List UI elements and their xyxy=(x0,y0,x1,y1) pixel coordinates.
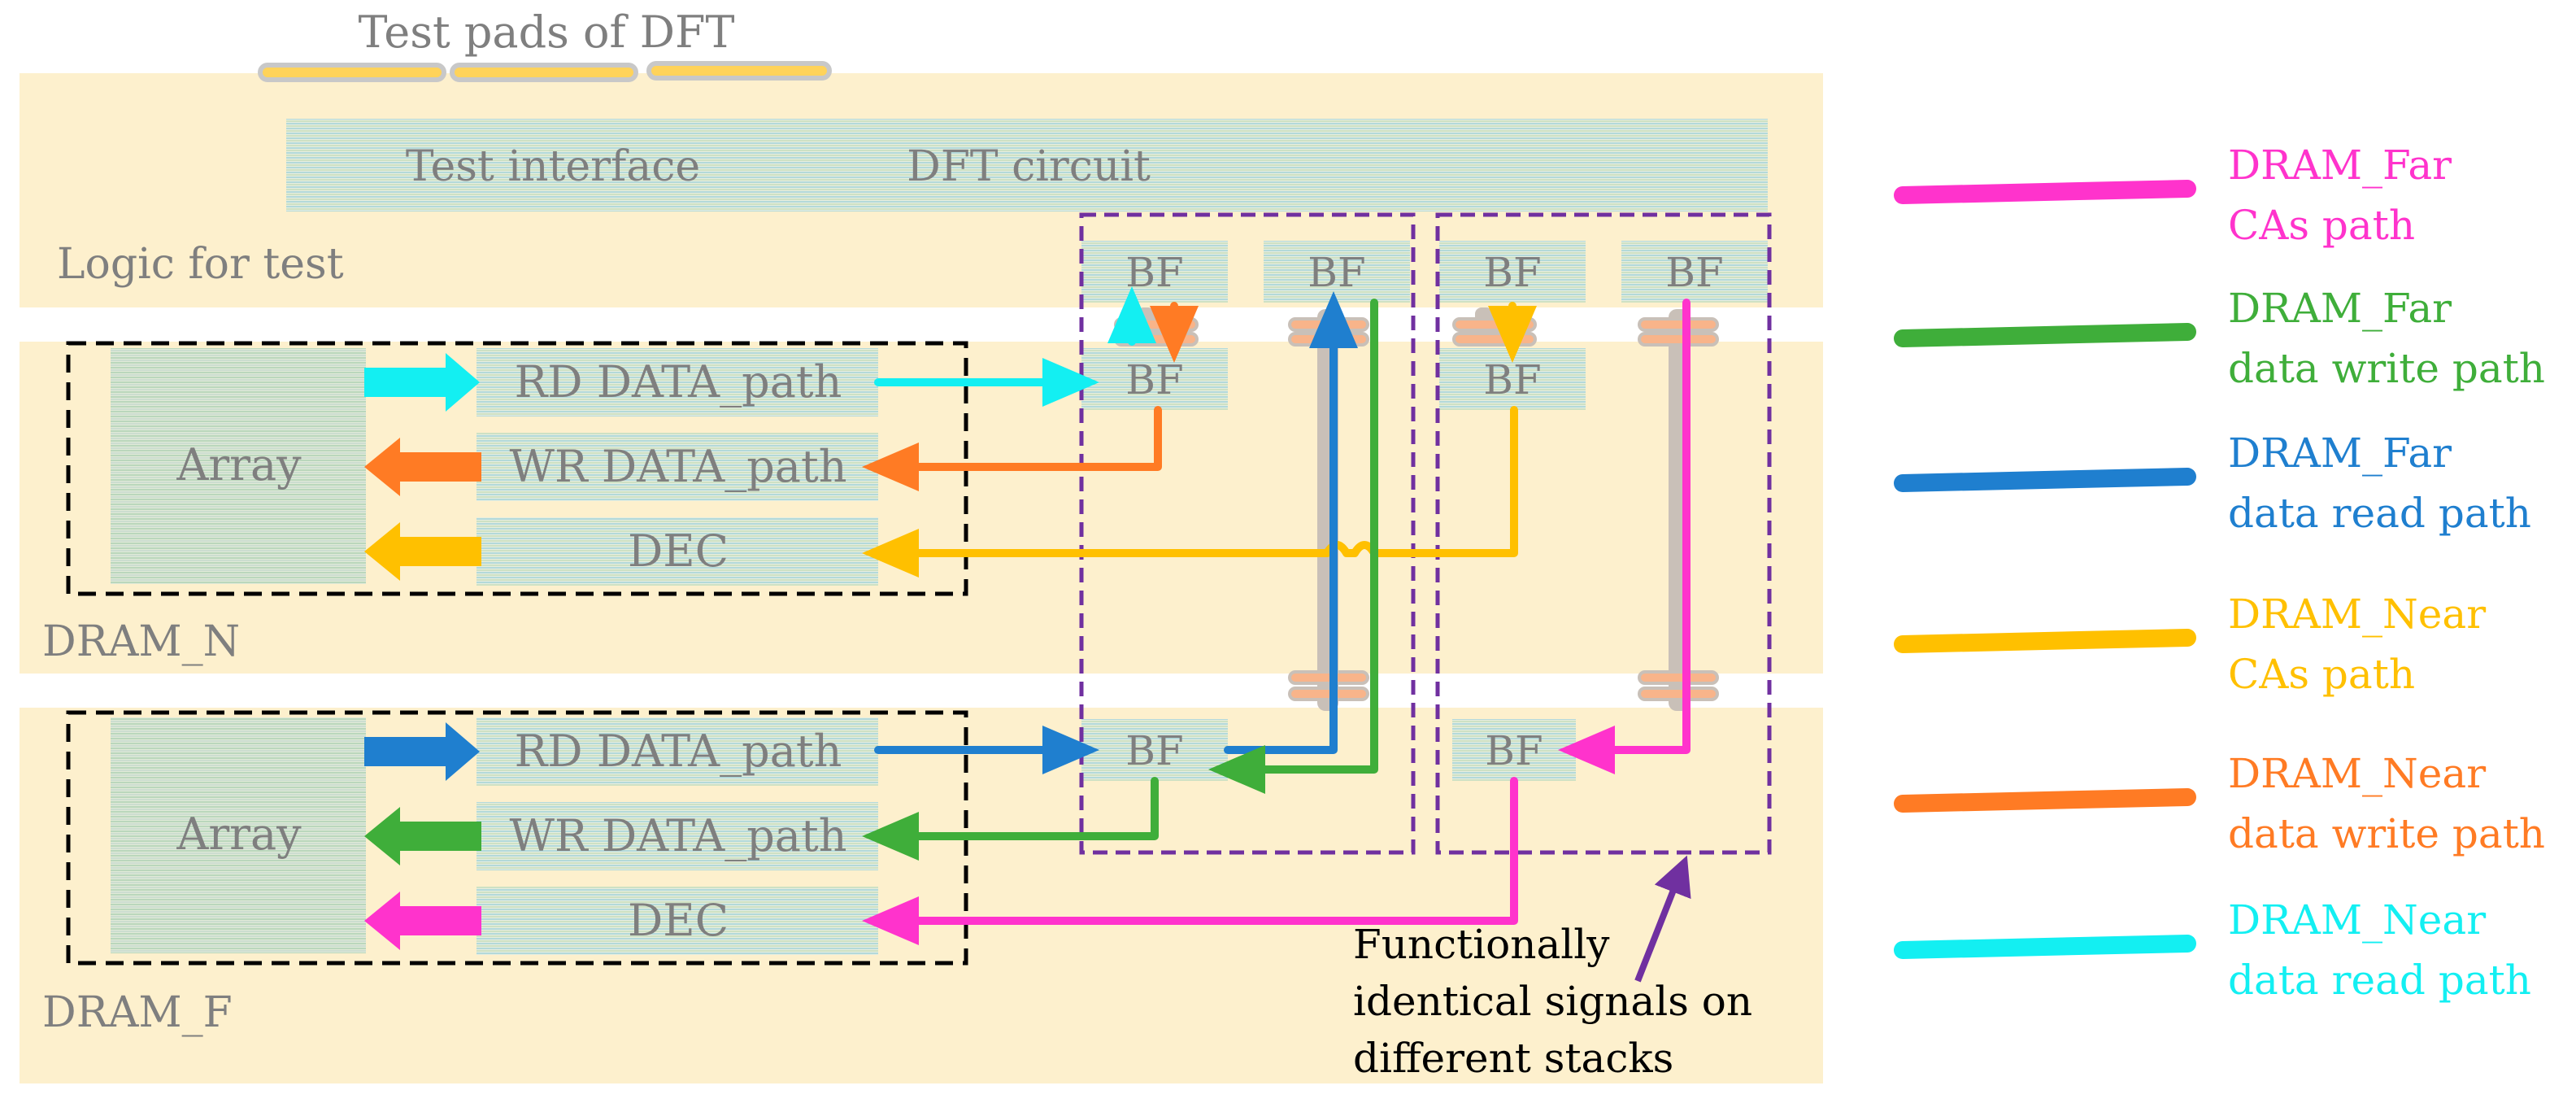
test-pads-label: Test pads of DFT xyxy=(358,7,734,58)
bf-label: BF xyxy=(1125,249,1183,296)
micro-bump xyxy=(1288,670,1369,685)
dram-f-array xyxy=(111,717,366,953)
dram-n-wr-block-arrow xyxy=(364,438,481,496)
legend-label: DRAM_Near xyxy=(2228,591,2486,638)
dram-f-rd-block xyxy=(476,717,878,786)
dram-f-dec-block-arrow xyxy=(364,892,481,950)
bf-block xyxy=(1452,719,1576,781)
legend-swatch xyxy=(1894,468,2196,492)
micro-bump xyxy=(1452,317,1537,332)
dram-f-wr-label: WR DATA_path xyxy=(510,810,847,861)
legend-swatch xyxy=(1894,788,2196,813)
legend-swatch xyxy=(1894,629,2196,653)
dram-f-rd-block-arrow xyxy=(364,722,480,781)
dft-circuit-label: DFT circuit xyxy=(907,142,1151,191)
test-pads xyxy=(258,61,832,82)
dram-f-wr-block-arrow xyxy=(364,807,481,865)
micro-bump xyxy=(1288,317,1369,332)
bf-label: BF xyxy=(1483,356,1541,403)
dram-n-rd-block xyxy=(476,348,878,416)
far-ca-path xyxy=(862,777,1518,945)
dram-f-array-label: Array xyxy=(176,809,302,860)
annotation-line-3: different stacks xyxy=(1353,1035,1673,1082)
bf-label: BF xyxy=(1483,249,1541,296)
bf-label: BF xyxy=(1308,249,1365,296)
micro-bump xyxy=(1452,332,1537,347)
dram-f-dec-label: DEC xyxy=(628,895,729,946)
legend-swatch xyxy=(1894,935,2196,959)
test-pad xyxy=(450,63,638,82)
legend-label: DRAM_Far xyxy=(2228,285,2452,332)
bf-block xyxy=(1439,241,1586,303)
legend-label: DRAM_Near xyxy=(2228,750,2486,797)
dram-n-rd-block-arrow xyxy=(364,353,480,412)
dram-n-dec-label: DEC xyxy=(628,525,729,577)
dram-f-label: DRAM_F xyxy=(42,988,233,1037)
micro-bump xyxy=(1638,317,1719,332)
legend-label: data read path xyxy=(2228,957,2531,1004)
micro-bump xyxy=(1638,687,1719,701)
legend-swatch xyxy=(1894,323,2196,347)
dram-n-rd-label: RD DATA_path xyxy=(515,356,842,408)
test-pad xyxy=(646,61,832,81)
annotation-line-2: identical signals on xyxy=(1353,978,1752,1025)
legend-label: DRAM_Near xyxy=(2228,896,2486,944)
dram-n-dec-block xyxy=(476,517,878,586)
annotation-arrow xyxy=(1634,855,1691,983)
bf-label: BF xyxy=(1125,727,1183,774)
logic-label: Logic for test xyxy=(57,240,344,289)
test-pad xyxy=(258,63,446,82)
dram-n-array xyxy=(111,348,366,584)
annotation-line-1: Functionally xyxy=(1353,921,1610,968)
legend-swatch xyxy=(1894,180,2196,204)
test-interface-block xyxy=(286,119,815,211)
legend-label: data write path xyxy=(2228,345,2545,392)
far-write-path xyxy=(862,777,1159,861)
dram-n-label: DRAM_N xyxy=(42,617,240,666)
dft-circuit-block xyxy=(815,119,1768,211)
bf-blocks xyxy=(1081,241,1768,781)
legend-label: DRAM_Far xyxy=(2228,142,2452,189)
far-ca-through-tsv xyxy=(1558,299,1690,774)
dram-n-wr-label: WR DATA_path xyxy=(510,441,847,492)
dram-f-wr-block xyxy=(476,802,878,870)
dram-f-dec-block xyxy=(476,887,878,955)
micro-bump xyxy=(1288,687,1369,701)
legend-label: CAs path xyxy=(2228,651,2415,698)
far-write-through-tsv xyxy=(1208,299,1378,794)
dram-n-wr-block xyxy=(476,433,878,501)
bf-block xyxy=(1621,241,1768,303)
micro-bump xyxy=(1288,332,1369,347)
near-write-path xyxy=(862,406,1162,491)
stack-group-box xyxy=(1435,212,1772,855)
legend-label: CAs path xyxy=(2228,202,2415,249)
legend-label: data write path xyxy=(2228,810,2545,857)
test-interface-label: Test interface xyxy=(406,142,700,191)
legend-label: DRAM_Far xyxy=(2228,429,2452,477)
bf-block xyxy=(1081,719,1228,781)
dram-f-rd-label: RD DATA_path xyxy=(515,726,842,777)
legend-label: data read path xyxy=(2228,490,2531,537)
dram-n-dec-block-arrow xyxy=(364,522,481,581)
micro-bump xyxy=(1638,332,1719,347)
bf-label: BF xyxy=(1665,249,1723,296)
micro-bump xyxy=(1638,670,1719,685)
stack-group-box xyxy=(1079,212,1416,855)
bf-label: BF xyxy=(1485,727,1543,774)
bf-label: BF xyxy=(1125,356,1183,403)
dram-n-array-label: Array xyxy=(176,439,302,490)
